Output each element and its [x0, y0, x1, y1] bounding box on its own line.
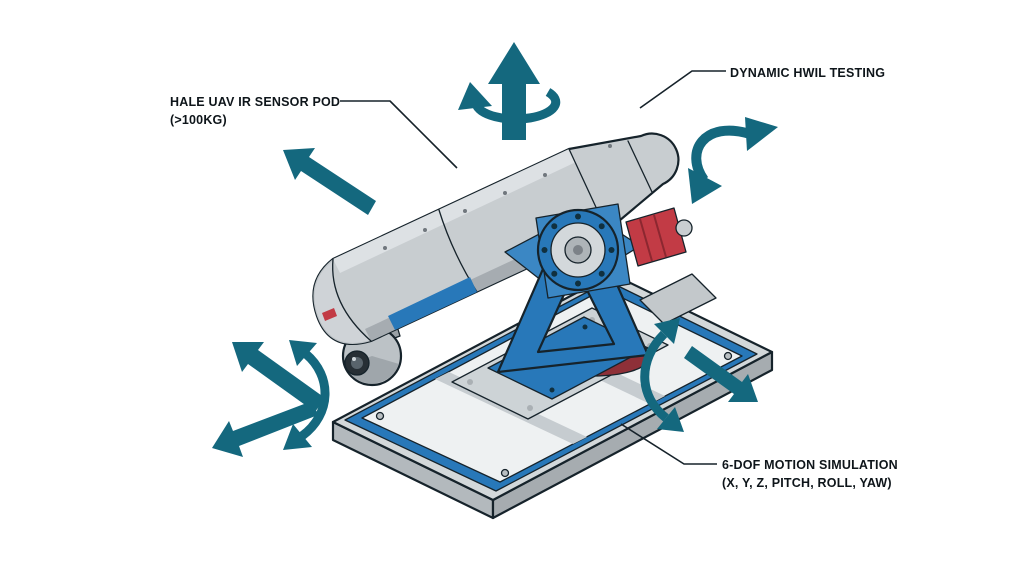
pod-label: HALE UAV IR SENSOR POD (>100KG) — [170, 93, 340, 129]
pod-label-line1: HALE UAV IR SENSOR POD — [170, 95, 341, 109]
surge-arrow-icon — [283, 148, 376, 215]
pod-label-line2: (>100KG) — [170, 113, 227, 128]
sway-arrows-icon — [212, 342, 325, 457]
bearing-flange — [536, 208, 620, 292]
sensor-pod — [312, 132, 680, 387]
pitch-rotation-arrow-icon — [283, 340, 330, 450]
yaw-rotation-arrow-icon — [458, 82, 561, 124]
sixdof-label-line2: (X, Y, Z, PITCH, ROLL, YAW) — [722, 476, 892, 491]
roll-rotation-arrow-icon — [688, 117, 778, 204]
sixdof-leader-line — [620, 423, 717, 465]
hwil-leader-line — [639, 70, 726, 109]
down-right-translation-arrow-icon — [684, 346, 758, 402]
gearbox — [639, 273, 717, 325]
nose-indicator — [322, 308, 337, 321]
leader-lines — [340, 70, 726, 465]
heave-arrow-icon — [488, 42, 540, 140]
pod-blue-panel — [388, 277, 477, 330]
drive-motor — [625, 207, 693, 267]
sixdof-label-line1: 6-DOF MOTION SIMULATION — [722, 458, 898, 472]
hwil-label: DYNAMIC HWIL TESTING — [730, 64, 885, 82]
sixdof-label: 6-DOF MOTION SIMULATION (X, Y, Z, PITCH,… — [722, 456, 898, 492]
lower-right-rotation-arrow-icon — [640, 318, 684, 432]
hwil-label-text: DYNAMIC HWIL TESTING — [730, 66, 886, 80]
pod-leader-line — [340, 100, 458, 169]
gimbal-mount — [496, 203, 693, 374]
